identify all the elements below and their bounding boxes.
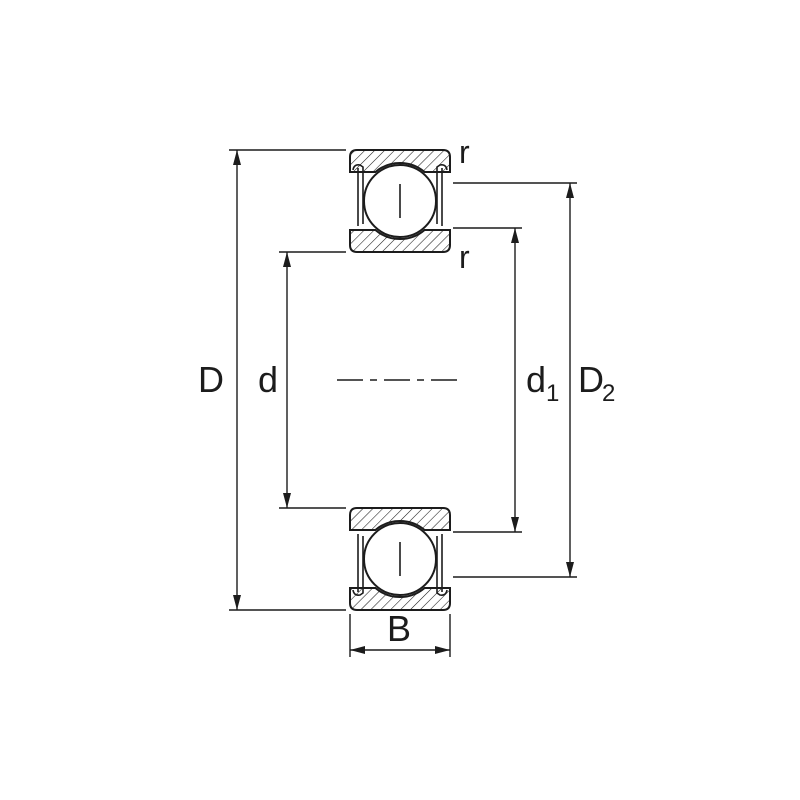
label-outside-diameter-D: D: [198, 359, 224, 400]
label-d1-subscript: 1: [546, 380, 559, 407]
arrow-down-icon: [283, 493, 291, 508]
shield-bottom-left: [352, 536, 364, 596]
arrow-up-icon: [511, 228, 519, 243]
shield-top-left: [352, 164, 364, 224]
dimension-D: [229, 149, 346, 611]
label-D2-subscript: 2: [602, 380, 615, 407]
label-chamfer-r-inner: r: [459, 239, 470, 275]
label-width-B: B: [387, 608, 411, 649]
dimension-B: [349, 614, 451, 657]
outer-ring-top-section: [349, 149, 451, 173]
label-d1-base: d: [526, 359, 546, 400]
label-bore-diameter-d: d: [258, 359, 278, 400]
dimension-d: [279, 251, 346, 509]
arrow-up-icon: [283, 252, 291, 267]
label-D2-base: D: [578, 359, 604, 400]
arrow-down-icon: [511, 517, 519, 532]
arrow-down-icon: [233, 595, 241, 610]
arrow-right-icon: [435, 646, 450, 654]
outer-ring-bottom-section: [349, 587, 451, 611]
inner-ring-top-section: [349, 229, 451, 253]
dimension-D2: [453, 182, 577, 578]
arrow-up-icon: [233, 150, 241, 165]
shield-top-right: [436, 164, 448, 224]
dimension-d1: [453, 227, 522, 533]
arrow-up-icon: [566, 183, 574, 198]
label-chamfer-r-outer: r: [459, 134, 470, 170]
arrow-down-icon: [566, 562, 574, 577]
arrow-left-icon: [350, 646, 365, 654]
shield-bottom-right: [436, 536, 448, 596]
bearing-cross-section: [349, 149, 451, 611]
inner-ring-bottom-section: [349, 507, 451, 531]
